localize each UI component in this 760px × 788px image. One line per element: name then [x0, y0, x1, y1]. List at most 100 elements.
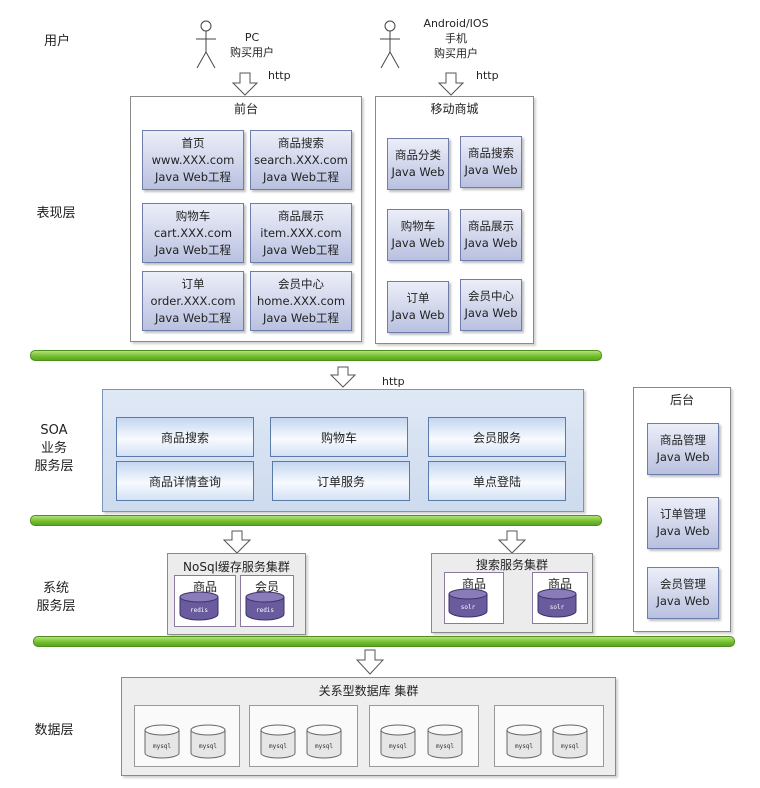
frontend-card-search: 商品搜索 search.XXX.com Java Web工程 [250, 130, 352, 190]
mobile-card-member: 会员中心 Java Web [460, 279, 522, 331]
card-name: 订单管理 [660, 507, 706, 521]
card-name: 购物车 [400, 219, 436, 233]
http-label: http [476, 69, 499, 82]
soa-service-item-detail: 商品详情查询 [116, 461, 254, 501]
backend-card-order: 订单管理 Java Web [647, 497, 719, 549]
card-name: 购物车 [175, 208, 211, 223]
card-tech: Java Web工程 [154, 310, 232, 325]
pc-user-label-line1: PC [244, 31, 260, 44]
soa-service-order: 订单服务 [272, 461, 410, 501]
soa-service-cart: 购物车 [270, 417, 408, 457]
node-label: 商品 [192, 580, 217, 594]
redis-cylinder-icon: redis [245, 591, 285, 621]
soa-label-line1: SOA [40, 423, 68, 438]
db-label: mysql [315, 743, 333, 750]
backend-title: 后台 [669, 393, 694, 407]
down-arrow-icon [438, 72, 464, 96]
frontend-card-home: 首页 www.XXX.com Java Web工程 [142, 130, 244, 190]
mobile-user-label-line2: 手机 [445, 32, 467, 45]
frontend-card-cart: 购物车 cart.XXX.com Java Web工程 [142, 203, 244, 263]
layer-label-system: 系统 服务层 [24, 580, 88, 616]
mobile-card-item: 商品展示 Java Web [460, 209, 522, 261]
http-label: http [382, 375, 405, 388]
nosql-title: NoSql缓存服务集群 [183, 560, 290, 574]
card-domain: home.XXX.com [256, 293, 346, 308]
pc-user-icon [196, 20, 216, 69]
db-label: mysql [389, 743, 407, 750]
db-label: solr [550, 604, 565, 611]
soa-label-line2: 业务 [40, 441, 67, 456]
frontend-card-home-center: 会员中心 home.XXX.com Java Web工程 [250, 271, 352, 331]
soa-label-line3: 服务层 [34, 459, 74, 474]
bus-bar-system [33, 636, 735, 647]
card-name: 商品搜索 [468, 146, 514, 160]
bus-bar-soa [30, 515, 602, 526]
search-cluster-title: 搜索服务集群 [475, 558, 548, 572]
card-name: 首页 [181, 135, 205, 150]
bus-bar-presentation [30, 350, 602, 361]
solr-cylinder-icon: solr [448, 588, 488, 618]
card-tech: Java Web [464, 306, 518, 320]
card-domain: www.XXX.com [151, 152, 235, 167]
system-label-line2: 服务层 [36, 599, 76, 614]
card-tech: Java Web [391, 165, 445, 179]
db-label: mysql [515, 743, 533, 750]
node-label: 商品 [461, 577, 486, 591]
mysql-cylinder-icon: mysql [144, 724, 180, 759]
backend-card-product: 商品管理 Java Web [647, 423, 719, 475]
db-label: redis [190, 607, 208, 614]
down-arrow-icon [232, 72, 258, 96]
mysql-cylinder-icon: mysql [506, 724, 542, 759]
card-tech: Java Web [391, 308, 445, 322]
card-tech: Java Web工程 [262, 169, 340, 184]
mysql-cylinder-icon: mysql [306, 724, 342, 759]
card-domain: order.XXX.com [150, 293, 236, 308]
mysql-cylinder-icon: mysql [190, 724, 226, 759]
card-tech: Java Web工程 [154, 169, 232, 184]
system-label-line1: 系统 [42, 581, 69, 596]
frontend-card-item: 商品展示 item.XXX.com Java Web工程 [250, 203, 352, 263]
mobile-user-label-line1: Android/IOS [423, 17, 489, 30]
card-tech: Java Web工程 [154, 242, 232, 257]
db-label: mysql [199, 743, 217, 750]
card-name: 订单 [406, 291, 430, 305]
card-domain: item.XXX.com [260, 225, 342, 240]
card-name: 会员中心 [278, 276, 324, 291]
redis-cylinder-icon: redis [179, 591, 219, 621]
layer-label-data: 数据层 [34, 723, 74, 738]
layer-label-user: 用户 [43, 34, 70, 49]
http-label: http [268, 69, 291, 82]
mobile-user-label: Android/IOS 手机 购买用户 [414, 16, 498, 61]
card-tech: Java Web [464, 163, 518, 177]
db-label: solr [461, 604, 476, 611]
db-label: mysql [269, 743, 287, 750]
card-tech: Java Web [464, 236, 518, 250]
mysql-cylinder-icon: mysql [380, 724, 416, 759]
pc-user-label-line2: 购买用户 [230, 46, 274, 59]
card-name: 商品展示 [278, 208, 324, 223]
mobile-user-label-line3: 购买用户 [434, 47, 478, 60]
card-name: 会员中心 [468, 289, 514, 303]
down-arrow-icon [223, 530, 251, 554]
soa-service-search: 商品搜索 [116, 417, 254, 457]
card-name: 商品管理 [660, 433, 706, 447]
db-label: mysql [561, 743, 579, 750]
mysql-cylinder-icon: mysql [427, 724, 463, 759]
solr-cylinder-icon: solr [537, 588, 577, 618]
mysql-cylinder-icon: mysql [260, 724, 296, 759]
down-arrow-icon [330, 366, 356, 388]
mobile-card-cart: 购物车 Java Web [387, 209, 449, 261]
card-name: 商品分类 [395, 148, 441, 162]
mobile-user-icon [380, 20, 400, 69]
card-domain: search.XXX.com [254, 152, 348, 167]
card-tech: Java Web工程 [262, 242, 340, 257]
relational-db-title: 关系型数据库 集群 [318, 684, 419, 698]
mobile-card-search: 商品搜索 Java Web [460, 136, 522, 188]
mobile-title: 移动商城 [430, 102, 479, 116]
frontend-card-order: 订单 order.XXX.com Java Web工程 [142, 271, 244, 331]
backend-card-member: 会员管理 Java Web [647, 567, 719, 619]
down-arrow-icon [498, 530, 526, 554]
card-tech: Java Web [656, 450, 710, 464]
card-name: 商品搜索 [278, 135, 324, 150]
layer-label-presentation: 表现层 [36, 206, 76, 221]
